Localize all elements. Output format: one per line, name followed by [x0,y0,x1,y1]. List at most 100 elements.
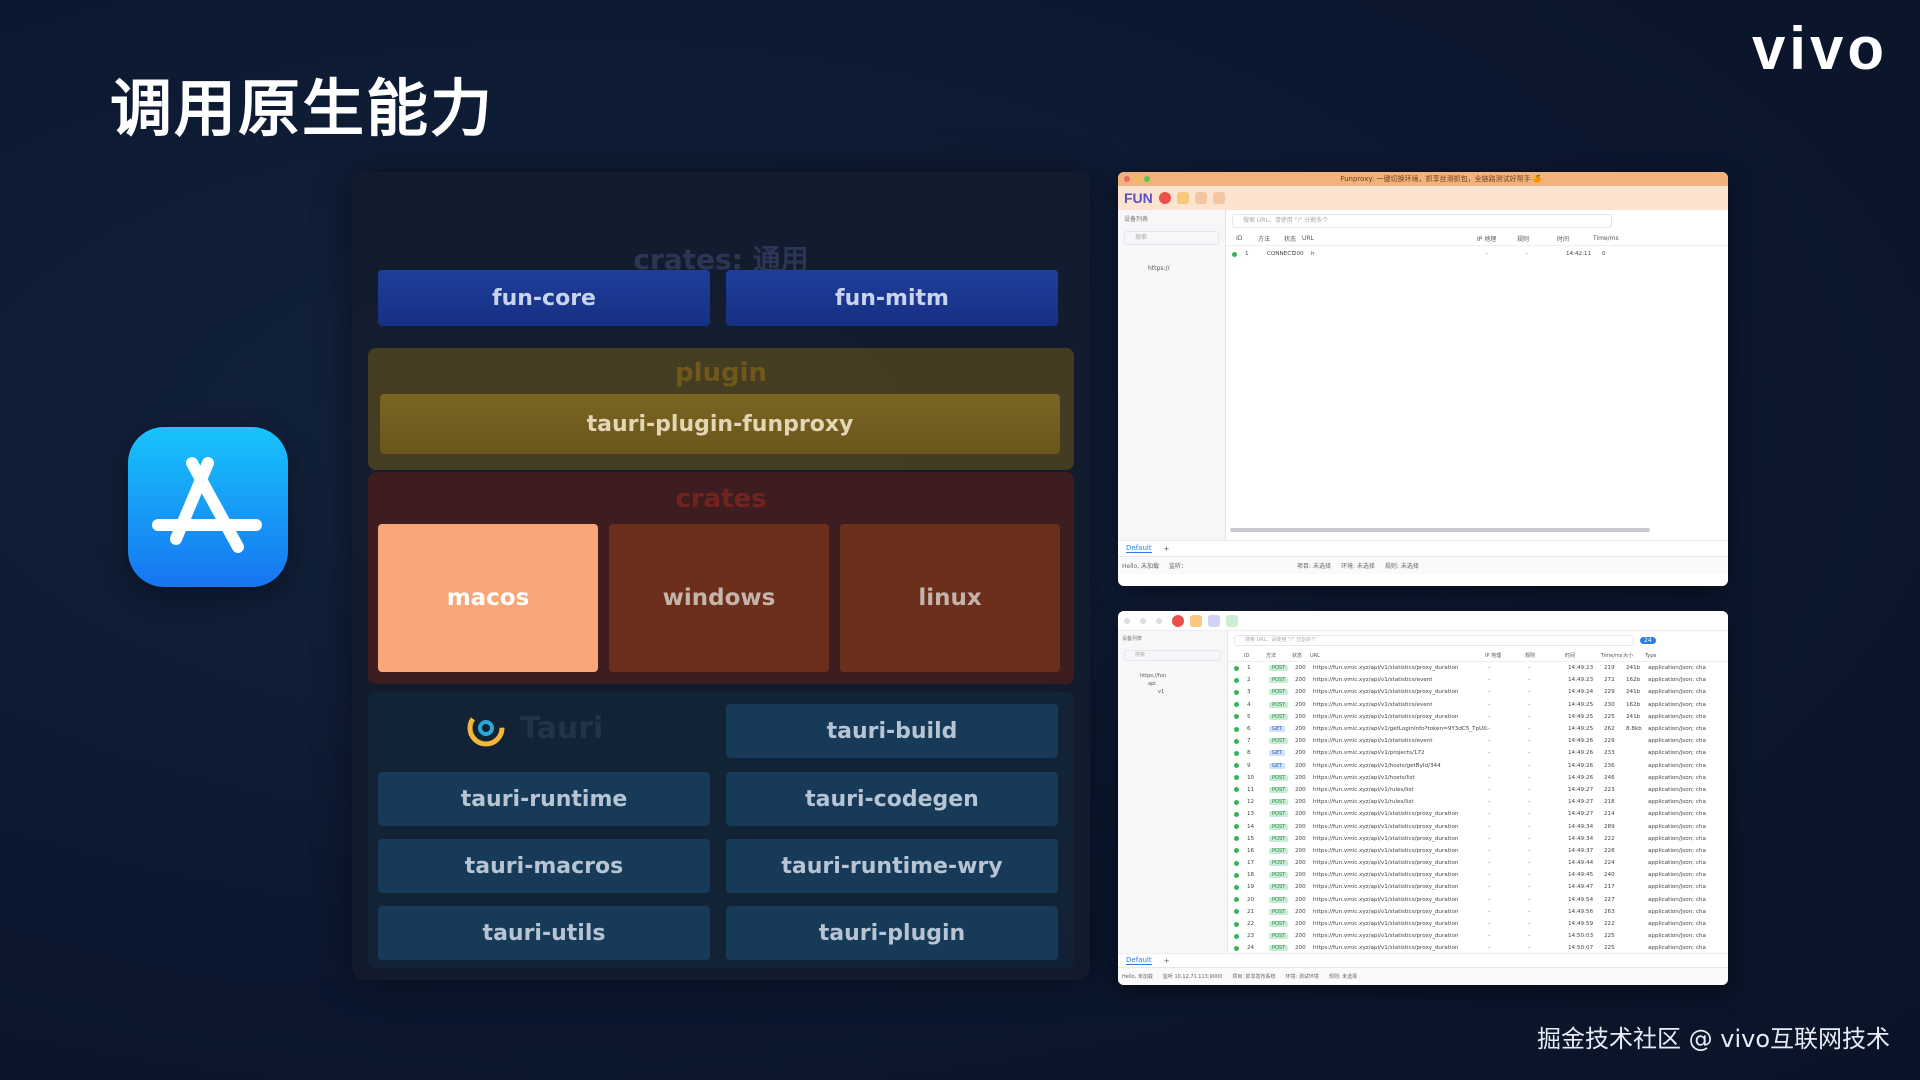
cell-t: 14:49:26 [1568,774,1594,781]
col-header[interactable]: IP 地理 [1485,653,1502,659]
cell-s: 200 [1295,847,1306,854]
col-header[interactable]: 方法 [1266,653,1277,659]
method-badge: POST [1269,811,1289,818]
minimize-dot-icon[interactable] [1134,176,1140,182]
sidebar-search-input[interactable]: 搜索 [1124,650,1221,661]
cell-empty: - [1488,933,1491,940]
cell-ty: application/json; charset [1648,835,1706,842]
col-header[interactable]: URL [1310,652,1320,659]
maximize-dot-icon[interactable] [1144,176,1150,182]
cell-sz: 162b [1626,677,1641,684]
status-listen: 监听 10.12.71.113:9000 [1162,974,1223,980]
record-icon[interactable] [1158,192,1171,204]
status-project[interactable]: 项目: 未选择 [1297,563,1331,570]
col-id[interactable]: ID [1236,235,1243,242]
filter-icon[interactable] [1208,614,1220,627]
search-icon[interactable] [1212,192,1225,204]
cell-empty: - [1488,665,1491,672]
status-dot-icon [1234,909,1239,915]
tree-item[interactable]: v1 [1158,689,1165,695]
tree-item[interactable]: api [1148,681,1156,687]
url-search-input[interactable]: 搜索 URL、请使用 "/" 分割多个 [1232,214,1612,228]
cell-empty: - [1528,786,1531,793]
layer-plugin: plugin tauri-plugin-funproxy [368,348,1074,470]
col-url[interactable]: URL [1302,235,1314,242]
add-tab-button[interactable]: + [1163,956,1170,965]
status-rule[interactable]: 规则: 未选择 [1384,563,1419,570]
sidebar-search-input[interactable]: 搜索 [1124,231,1219,245]
cell-rule: - [1526,251,1529,257]
crate-box: fun-core [378,270,710,326]
status-rule[interactable]: 规则: 未选择 [1328,974,1358,980]
cell-empty: - [1528,762,1531,769]
status-dot-icon [1234,921,1239,927]
pause-icon[interactable] [1190,614,1202,627]
cell-u: https://fun.vmic.xyz/api/v1/statistics/p… [1313,689,1459,696]
sidebar-item[interactable]: https:// [1148,265,1170,272]
col-method[interactable]: 方法 [1258,236,1271,243]
url-search-input[interactable]: 搜索 URL、请使用 "/" 分割多个 [1234,635,1634,646]
col-time[interactable]: 时间 [1557,236,1570,243]
record-icon[interactable] [1172,614,1184,627]
cell-ty: application/json; charset [1648,750,1706,757]
horizontal-scrollbar[interactable] [1230,528,1650,532]
col-header[interactable]: Time/ms [1601,652,1623,659]
close-dot-icon[interactable] [1124,176,1130,182]
col-header[interactable]: 大小 [1623,653,1634,659]
pause-icon[interactable] [1176,192,1189,204]
tab-default[interactable]: Default [1126,956,1152,965]
cell-empty: - [1488,762,1491,769]
col-ip[interactable]: IP 地理 [1477,236,1497,243]
method-badge: POST [1269,701,1289,708]
col-ms[interactable]: Time/ms [1593,235,1619,242]
col-header[interactable]: 状态 [1292,653,1303,659]
search-icon[interactable] [1226,614,1238,627]
col-header[interactable]: 时间 [1565,653,1576,659]
method-badge: POST [1269,860,1289,867]
status-env[interactable]: 环境: 测试环境 [1285,974,1319,980]
filter-icon[interactable] [1194,192,1207,204]
col-rule[interactable]: 规则 [1517,236,1530,243]
cell-t: 14:49:34 [1568,835,1594,842]
col-status[interactable]: 状态 [1284,236,1297,243]
tab-default[interactable]: Default [1126,544,1152,553]
cell-t: 14:50:03 [1568,933,1594,940]
col-header[interactable]: ID [1244,652,1250,659]
col-header[interactable]: Type [1645,652,1657,659]
cell-method: POST [1269,847,1295,854]
table-row[interactable]: 1 CONNECT 200 h - - 14:42:11 0 [1226,246,1728,262]
tree-item[interactable]: https://fun [1140,673,1167,679]
add-tab-button[interactable]: + [1163,544,1170,553]
maximize-dot-icon[interactable] [1156,617,1162,624]
app-store-icon [128,427,288,587]
close-dot-icon[interactable] [1124,617,1130,624]
status-env[interactable]: 环境: 未选择 [1340,563,1375,570]
col-header[interactable]: 规则 [1525,653,1536,659]
minimize-dot-icon[interactable] [1140,617,1146,624]
status-project[interactable]: 项目: 抓享发布系统 [1232,974,1276,980]
